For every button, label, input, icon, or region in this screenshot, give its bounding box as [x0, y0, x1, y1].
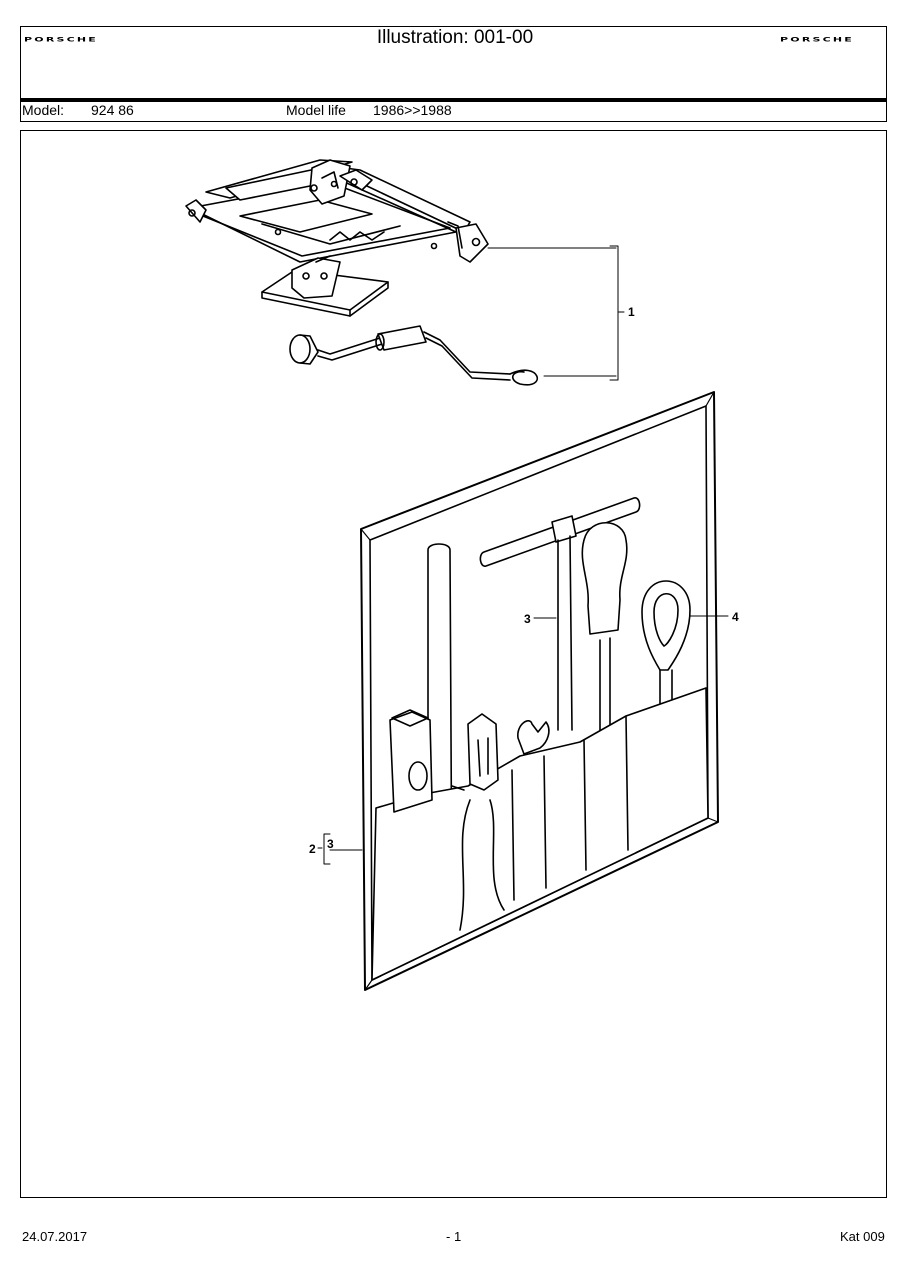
model-bar: [20, 99, 887, 122]
model-life-label: Model life: [286, 102, 346, 118]
callout-3: 3: [524, 612, 531, 626]
footer-catalog: Kat 009: [840, 1229, 885, 1244]
callout-4: 4: [732, 610, 739, 624]
model-label: Model:: [22, 102, 65, 118]
model-value: 924 86: [91, 102, 134, 118]
model-life-value: 1986>>1988: [373, 102, 452, 118]
tool-kit-board-drawing: [360, 391, 719, 991]
callout-2: 2: [309, 842, 316, 856]
footer-page-number: - 1: [446, 1229, 462, 1244]
porsche-logo-right: PORSCHE: [780, 36, 854, 44]
footer-date: 24.07.2017: [22, 1229, 88, 1244]
callout-1: 1: [628, 305, 635, 319]
header-frame: [20, 26, 887, 99]
porsche-logo-left: PORSCHE: [24, 36, 98, 44]
callout-2-sub: 3: [327, 837, 334, 851]
jack-crank-handle-drawing: [289, 325, 539, 386]
scissor-jack-drawing: [185, 159, 489, 317]
illustration-title: Illustration: 001-00: [376, 27, 534, 48]
drawing-frame: [20, 130, 887, 1198]
